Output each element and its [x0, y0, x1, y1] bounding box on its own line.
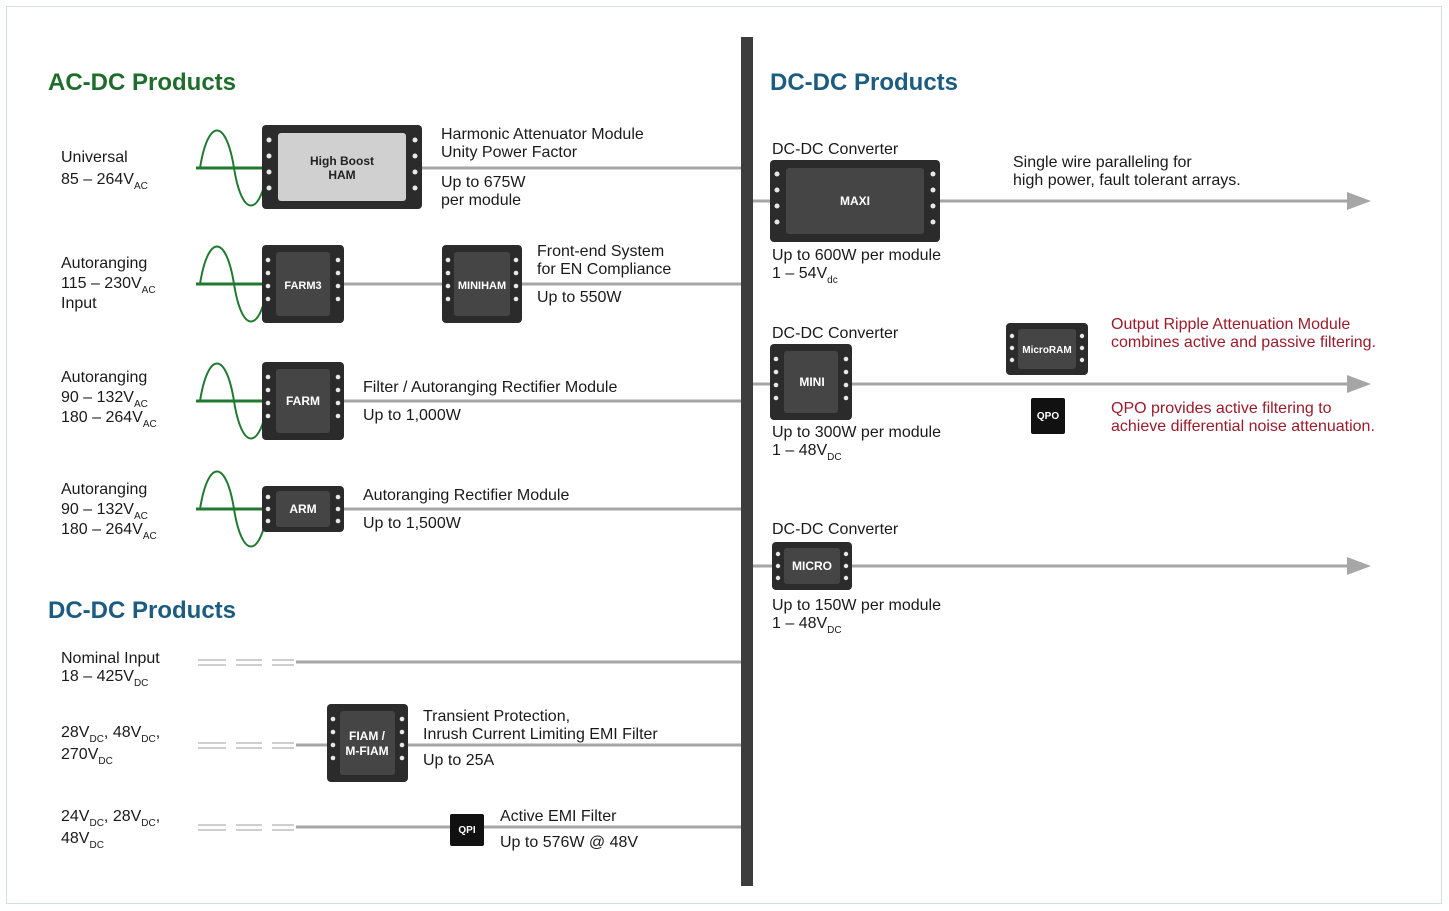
- micro-title: DC-DC Converter: [772, 521, 899, 538]
- desc-qpi-power: Up to 576W @ 48V: [500, 834, 639, 851]
- svg-text:M-FIAM: M-FIAM: [345, 744, 388, 758]
- desc-miniham: Front-end System for EN Compliance: [537, 243, 672, 278]
- sine-wave-icon: [196, 362, 269, 440]
- qpo-note: QPO provides active filtering to achieve…: [1111, 400, 1375, 435]
- module-qpi: QPI: [450, 814, 484, 846]
- dc-dc-heading-right: DC-DC Products: [770, 69, 959, 96]
- mini-specs: Up to 300W per module 1 – 48VDC: [772, 424, 941, 463]
- desc-farm: Filter / Autoranging Rectifier Module: [363, 379, 618, 396]
- dashed-input-lines: [198, 659, 294, 831]
- microram-note: Output Ripple Attenuation Module combine…: [1111, 316, 1377, 351]
- sine-wave-icon: [196, 245, 269, 323]
- svg-text:MICRO: MICRO: [792, 559, 832, 573]
- desc-ham: Harmonic Attenuator Module Unity Power F…: [441, 126, 644, 161]
- svg-text:FARM3: FARM3: [284, 280, 321, 292]
- sine-wave-icon: [196, 470, 269, 548]
- svg-text:High Boost: High Boost: [310, 154, 374, 168]
- maxi-title: DC-DC Converter: [772, 141, 899, 158]
- maxi-specs: Up to 600W per module 1 – 54Vdc: [772, 247, 941, 286]
- desc-arm-power: Up to 1,500W: [363, 515, 461, 532]
- left-bus-lines: [296, 166, 741, 829]
- diagram-frame: [6, 6, 1442, 904]
- sine-wave-icon: [196, 129, 269, 207]
- desc-farm-power: Up to 1,000W: [363, 407, 461, 424]
- module-high-boost-ham: High Boost HAM: [262, 125, 422, 209]
- ac-dc-heading: AC-DC Products: [48, 69, 237, 96]
- module-maxi: MAXI: [770, 160, 940, 242]
- module-farm: FARM: [262, 362, 344, 440]
- input-autoranging-3: Autoranging 90 – 132VAC 180 – 264VAC: [61, 481, 157, 542]
- maxi-note: Single wire paralleling for high power, …: [1013, 154, 1241, 189]
- svg-text:MINI: MINI: [799, 375, 824, 389]
- svg-text:MINIHAM: MINIHAM: [458, 280, 506, 292]
- desc-arm: Autoranging Rectifier Module: [363, 487, 570, 504]
- desc-ham-power: Up to 675W per module: [441, 174, 526, 209]
- svg-text:FIAM /: FIAM /: [349, 729, 386, 743]
- input-autoranging-1: Autoranging 115 – 230VAC Input: [61, 255, 156, 312]
- dc-dc-heading-left: DC-DC Products: [48, 597, 237, 624]
- module-fiam: FIAM / M-FIAM: [327, 704, 408, 782]
- input-nominal: Nominal Input 18 – 425VDC: [61, 650, 160, 689]
- svg-text:MicroRAM: MicroRAM: [1022, 345, 1071, 356]
- input-autoranging-2: Autoranging 90 – 132VAC 180 – 264VAC: [61, 369, 157, 430]
- module-farm3: FARM3: [262, 245, 344, 323]
- desc-fiam-power: Up to 25A: [423, 752, 495, 769]
- module-microram: MicroRAM: [1006, 323, 1088, 375]
- desc-qpi: Active EMI Filter: [500, 808, 617, 825]
- module-mini: MINI: [770, 344, 852, 420]
- desc-miniham-power: Up to 550W: [537, 289, 622, 306]
- mini-title: DC-DC Converter: [772, 325, 899, 342]
- input-dc-2: 28VDC, 48VDC, 270VDC: [61, 724, 161, 767]
- module-arm: ARM: [262, 486, 344, 532]
- svg-text:FARM: FARM: [286, 394, 320, 408]
- svg-text:ARM: ARM: [289, 502, 316, 516]
- svg-text:MAXI: MAXI: [840, 194, 870, 208]
- central-bus: [741, 37, 753, 886]
- module-miniham: MINIHAM: [442, 245, 522, 323]
- micro-specs: Up to 150W per module 1 – 48VDC: [772, 597, 941, 636]
- svg-text:HAM: HAM: [328, 168, 355, 182]
- sine-symbols: [196, 129, 269, 548]
- desc-fiam: Transient Protection, Inrush Current Lim…: [423, 708, 658, 743]
- module-micro: MICRO: [772, 542, 852, 590]
- module-qpo: QPO: [1031, 398, 1065, 434]
- input-dc-3: 24VDC, 28VDC, 48VDC: [61, 808, 161, 851]
- input-universal: Universal 85 – 264VAC: [61, 149, 148, 192]
